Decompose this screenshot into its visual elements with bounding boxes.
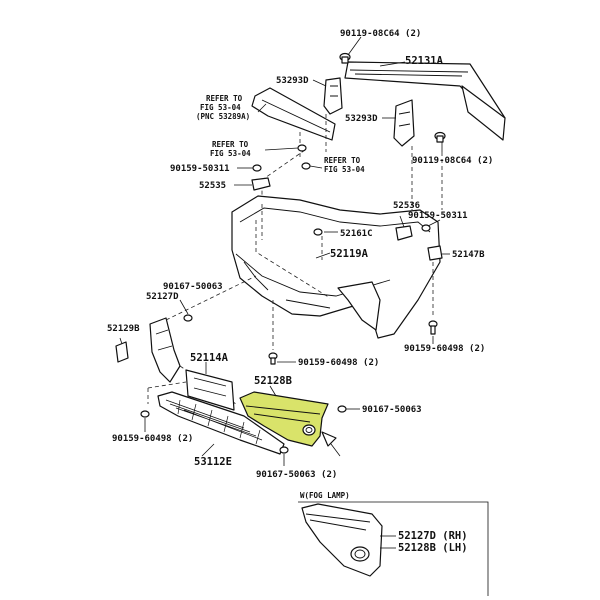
label-52128b: 52128B [254, 375, 292, 387]
label-refer-b-1: REFER TO [212, 140, 249, 149]
label-52119a: 52119A [330, 248, 369, 260]
clip-center [297, 144, 307, 152]
bracket-53293d-right [393, 99, 415, 147]
label-52147b: 52147B [452, 250, 485, 260]
label-90167-50063-bot: 90167-50063 (2) [256, 470, 337, 480]
clip-bolt-right [434, 131, 446, 143]
clip-90167-top [183, 314, 193, 322]
bumper-reinforcement [344, 61, 506, 141]
label-53293d-b: 53293D [345, 114, 378, 124]
label-52535: 52535 [199, 181, 226, 191]
label-inset-title: W(FOG LAMP) [300, 491, 350, 500]
bracket-52129b [149, 317, 181, 383]
label-inset-rh: 52127D (RH) [398, 530, 468, 542]
label-53293d-a: 53293D [276, 76, 309, 86]
upper-retainer [251, 87, 336, 141]
arrow-indicator [321, 431, 341, 457]
label-90167-50063-mid: 90167-50063 [362, 405, 422, 415]
label-90159-50311-right: 90159-50311 [408, 211, 468, 221]
label-refer-a-2: FIG 53-04 [200, 103, 241, 112]
label-90119-top: 90119-08C64 (2) [340, 29, 421, 39]
clip-90167-mid [337, 405, 347, 413]
label-53112e: 53112E [194, 456, 232, 468]
screw-left [252, 164, 262, 172]
label-52129b: 52129B [107, 324, 140, 334]
label-refer-a-1: REFER TO [206, 94, 243, 103]
bracket-53293d-left [323, 77, 343, 115]
screw-52161c [313, 228, 323, 236]
clip-bottom-left [140, 410, 150, 418]
clip-52129b [115, 341, 129, 363]
bumper-cover [231, 195, 441, 339]
label-52127d: 52127D [146, 292, 179, 302]
label-52114a: 52114A [190, 352, 229, 364]
clip-52147b [427, 245, 443, 261]
bolt-mid [268, 352, 278, 365]
label-inset-lh: 52128B (LH) [398, 542, 468, 554]
inset-box [298, 501, 489, 596]
label-52161c: 52161C [340, 229, 373, 239]
screw-right [421, 224, 431, 232]
clip-52535 [251, 177, 271, 191]
label-90159-50311-left: 90159-50311 [170, 164, 230, 174]
label-refer-a-3: (PNC 53289A) [196, 112, 250, 121]
retainer-52114a [185, 369, 235, 411]
label-90167-50063-top: 90167-50063 [163, 282, 223, 292]
label-refer-c-2: FIG 53-04 [324, 165, 365, 174]
label-90159-60498-left: 90159-60498 (2) [112, 434, 193, 444]
label-90159-60498-right: 90159-60498 (2) [404, 344, 485, 354]
label-refer-b-2: FIG 53-04 [210, 149, 251, 158]
clip-center-2 [301, 162, 311, 170]
label-90159-60498-mid: 90159-60498 (2) [298, 358, 379, 368]
lower-grille-53112e [157, 391, 285, 455]
label-52131a: 52131A [405, 55, 444, 67]
clip-bottom [279, 446, 289, 454]
bolt-right [428, 320, 438, 335]
label-refer-c-1: REFER TO [324, 156, 361, 165]
bracket-52536 [395, 225, 413, 241]
label-90119-right: 90119-08C64 (2) [412, 156, 493, 166]
label-52536: 52536 [393, 201, 420, 211]
clip-bolt-top [339, 52, 351, 64]
fog-lamp-cover-52128b [239, 391, 329, 447]
